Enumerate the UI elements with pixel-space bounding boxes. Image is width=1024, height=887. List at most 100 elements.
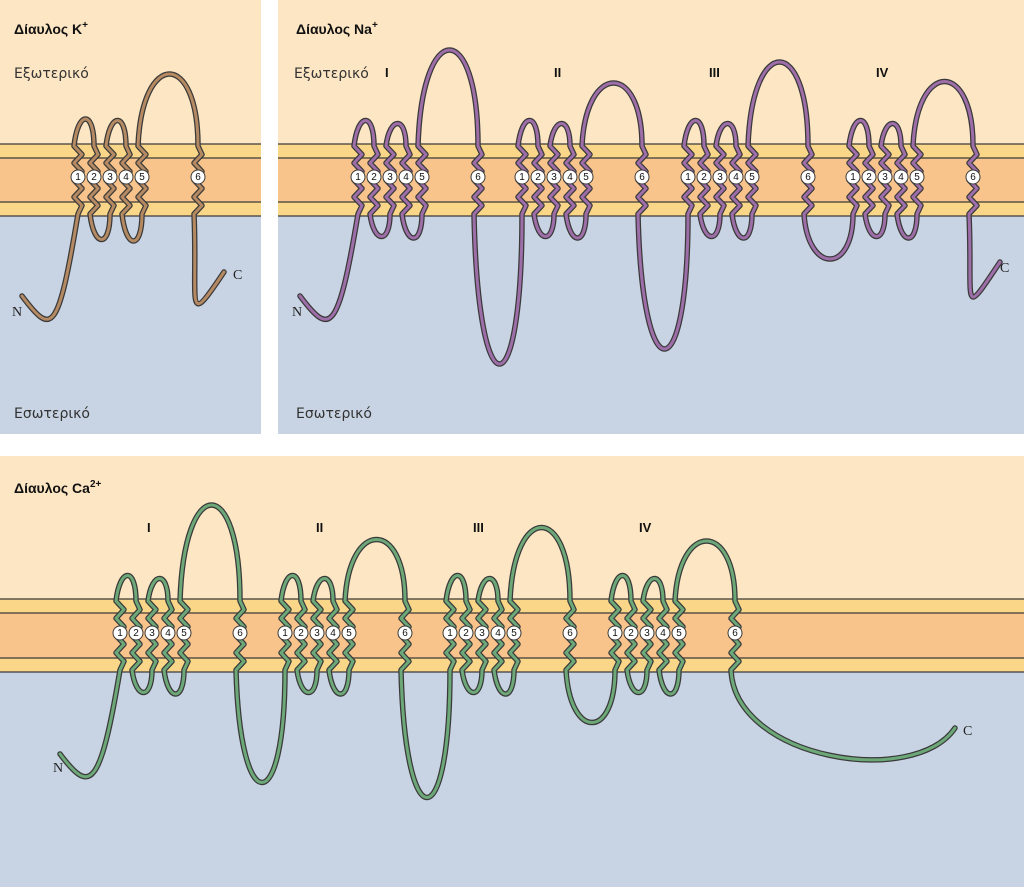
ca-segment-label: 2 xyxy=(133,628,139,639)
ca-segment-3-3: 3 xyxy=(474,625,490,641)
ca-segment-label: 1 xyxy=(282,628,288,639)
na-segment-label: 5 xyxy=(419,172,425,183)
na-segment-label: 3 xyxy=(717,172,723,183)
k-c-terminus-label: C xyxy=(233,268,242,283)
na-segment-marker xyxy=(578,169,594,185)
ca-c-terminus-label: C xyxy=(963,724,972,739)
ca-segment-label: 4 xyxy=(660,628,666,639)
k-segment-1-5: 5 xyxy=(134,169,150,185)
ca-segment-label: 3 xyxy=(314,628,320,639)
ca-segment-marker xyxy=(474,625,490,641)
ca-segment-4-1: 1 xyxy=(607,625,623,641)
ca-segment-3-1: 1 xyxy=(442,625,458,641)
na-segment-label: 2 xyxy=(371,172,377,183)
na-segment-label: 4 xyxy=(567,172,573,183)
ca-segment-label: 1 xyxy=(447,628,453,639)
na-segment-3-4: 4 xyxy=(728,169,744,185)
ca-segment-marker xyxy=(128,625,144,641)
na-domain-label-3: III xyxy=(709,65,720,80)
na-segment-2-5: 5 xyxy=(578,169,594,185)
ca-segment-marker xyxy=(232,625,248,641)
ca-segment-2-3: 3 xyxy=(309,625,325,641)
panel-k-outside-region xyxy=(0,0,261,144)
k-segment-label: 3 xyxy=(107,172,113,183)
na-n-terminus-label: N xyxy=(292,305,302,320)
na-segment-label: 5 xyxy=(914,172,920,183)
na-segment-2-1: 1 xyxy=(514,169,530,185)
k-segment-label: 5 xyxy=(139,172,145,183)
ca-segment-4-5: 5 xyxy=(671,625,687,641)
ca-segment-marker xyxy=(442,625,458,641)
ca-segment-4-6: 6 xyxy=(727,625,743,641)
na-segment-marker xyxy=(893,169,909,185)
k-chain-fill xyxy=(20,72,226,321)
na-domain-label-1: I xyxy=(385,65,389,80)
na-segment-label: 4 xyxy=(403,172,409,183)
k-segment-marker xyxy=(70,169,86,185)
panel-k-outside-label: Εξωτερικό xyxy=(14,66,89,82)
ca-segment-4-3: 3 xyxy=(639,625,655,641)
na-segment-marker xyxy=(366,169,382,185)
ca-segment-marker xyxy=(639,625,655,641)
ca-segment-marker xyxy=(112,625,128,641)
ca-segment-1-3: 3 xyxy=(144,625,160,641)
na-segment-marker xyxy=(744,169,760,185)
ca-segment-marker xyxy=(160,625,176,641)
ca-segment-label: 5 xyxy=(511,628,517,639)
na-segment-marker xyxy=(800,169,816,185)
na-segment-4-1: 1 xyxy=(845,169,861,185)
na-segment-1-3: 3 xyxy=(382,169,398,185)
ca-segment-marker xyxy=(176,625,192,641)
ca-segment-1-2: 2 xyxy=(128,625,144,641)
ca-segment-label: 3 xyxy=(149,628,155,639)
k-segment-1-2: 2 xyxy=(86,169,102,185)
panel-k-membrane-lines xyxy=(0,143,261,217)
na-segment-1-6: 6 xyxy=(470,169,486,185)
ca-segment-4-2: 2 xyxy=(623,625,639,641)
na-segment-marker xyxy=(514,169,530,185)
panel-na-membrane-bottom-edge xyxy=(278,202,1024,216)
na-segment-label: 6 xyxy=(970,172,976,183)
na-segment-4-5: 5 xyxy=(909,169,925,185)
na-segment-label: 1 xyxy=(519,172,525,183)
ca-segment-label: 1 xyxy=(117,628,123,639)
panel-na-membrane-top-edge xyxy=(278,144,1024,158)
na-segment-2-2: 2 xyxy=(530,169,546,185)
ca-segment-2-6: 6 xyxy=(397,625,413,641)
ca-segment-marker xyxy=(325,625,341,641)
na-segment-marker xyxy=(845,169,861,185)
ca-n-terminus-label: N xyxy=(53,761,63,776)
na-segment-1-4: 4 xyxy=(398,169,414,185)
na-segment-marker xyxy=(382,169,398,185)
na-segment-3-5: 5 xyxy=(744,169,760,185)
k-segment-marker xyxy=(86,169,102,185)
ca-segment-marker xyxy=(144,625,160,641)
ca-segment-label: 4 xyxy=(495,628,501,639)
k-segment-1-4: 4 xyxy=(118,169,134,185)
ca-segment-3-6: 6 xyxy=(562,625,578,641)
na-segment-1-1: 1 xyxy=(350,169,366,185)
ca-segment-1-1: 1 xyxy=(112,625,128,641)
na-segment-marker xyxy=(965,169,981,185)
ca-segment-label: 3 xyxy=(479,628,485,639)
ca-domain-label-2: II xyxy=(316,520,323,535)
na-segment-marker xyxy=(909,169,925,185)
na-segment-label: 2 xyxy=(535,172,541,183)
ca-segment-label: 5 xyxy=(181,628,187,639)
ca-segment-marker xyxy=(506,625,522,641)
na-segment-marker xyxy=(470,169,486,185)
panel-na-outside-region xyxy=(278,0,1024,144)
ca-segment-label: 6 xyxy=(237,628,243,639)
ca-segment-marker xyxy=(341,625,357,641)
k-segment-label: 6 xyxy=(195,172,201,183)
na-segment-marker xyxy=(350,169,366,185)
ca-segment-label: 2 xyxy=(463,628,469,639)
k-segment-marker xyxy=(134,169,150,185)
na-segment-marker xyxy=(696,169,712,185)
na-segment-label: 4 xyxy=(733,172,739,183)
na-segment-4-4: 4 xyxy=(893,169,909,185)
na-segment-label: 1 xyxy=(850,172,856,183)
ca-segment-marker xyxy=(490,625,506,641)
na-segment-label: 1 xyxy=(355,172,361,183)
